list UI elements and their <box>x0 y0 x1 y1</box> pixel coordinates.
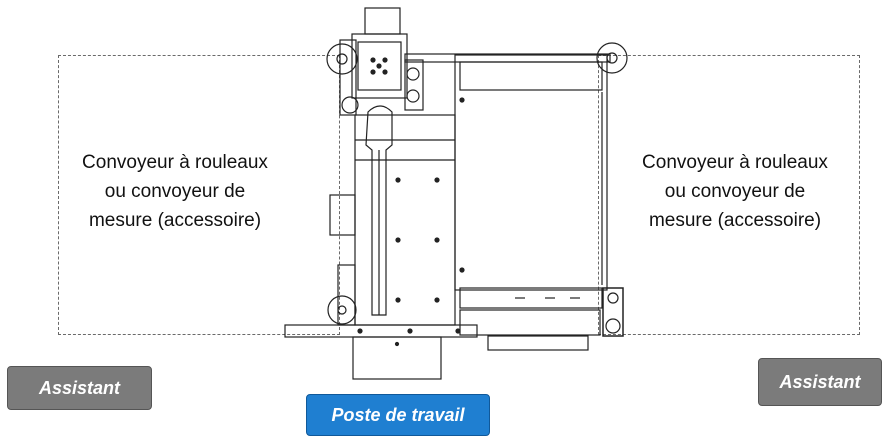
left-label-line-3: mesure (accessoire) <box>88 210 262 231</box>
left-label-line-2: ou convoyeur de <box>104 181 246 202</box>
left-label-line-1: Convoyeur à rouleaux <box>82 152 268 173</box>
bottom-tray <box>352 336 442 380</box>
arm <box>365 105 393 316</box>
right-label-line-3: mesure (accessoire) <box>648 210 822 231</box>
assistant-left-badge: Assistant <box>7 366 152 410</box>
work-table <box>284 324 478 338</box>
assistant-right-badge: Assistant <box>758 358 882 406</box>
right-conveyor-zone <box>598 55 860 335</box>
head-unit <box>351 33 408 99</box>
right-conveyor-label: Convoyeur à rouleaux ou convoyeur de mes… <box>600 148 870 235</box>
right-label-line-2: ou convoyeur de <box>664 181 806 202</box>
main-frame <box>354 114 456 326</box>
workstation-badge: Poste de travail <box>306 394 490 436</box>
left-conveyor-label: Convoyeur à rouleaux ou convoyeur de mes… <box>40 148 310 235</box>
right-label-line-1: Convoyeur à rouleaux <box>642 152 828 173</box>
top-block <box>364 7 401 35</box>
